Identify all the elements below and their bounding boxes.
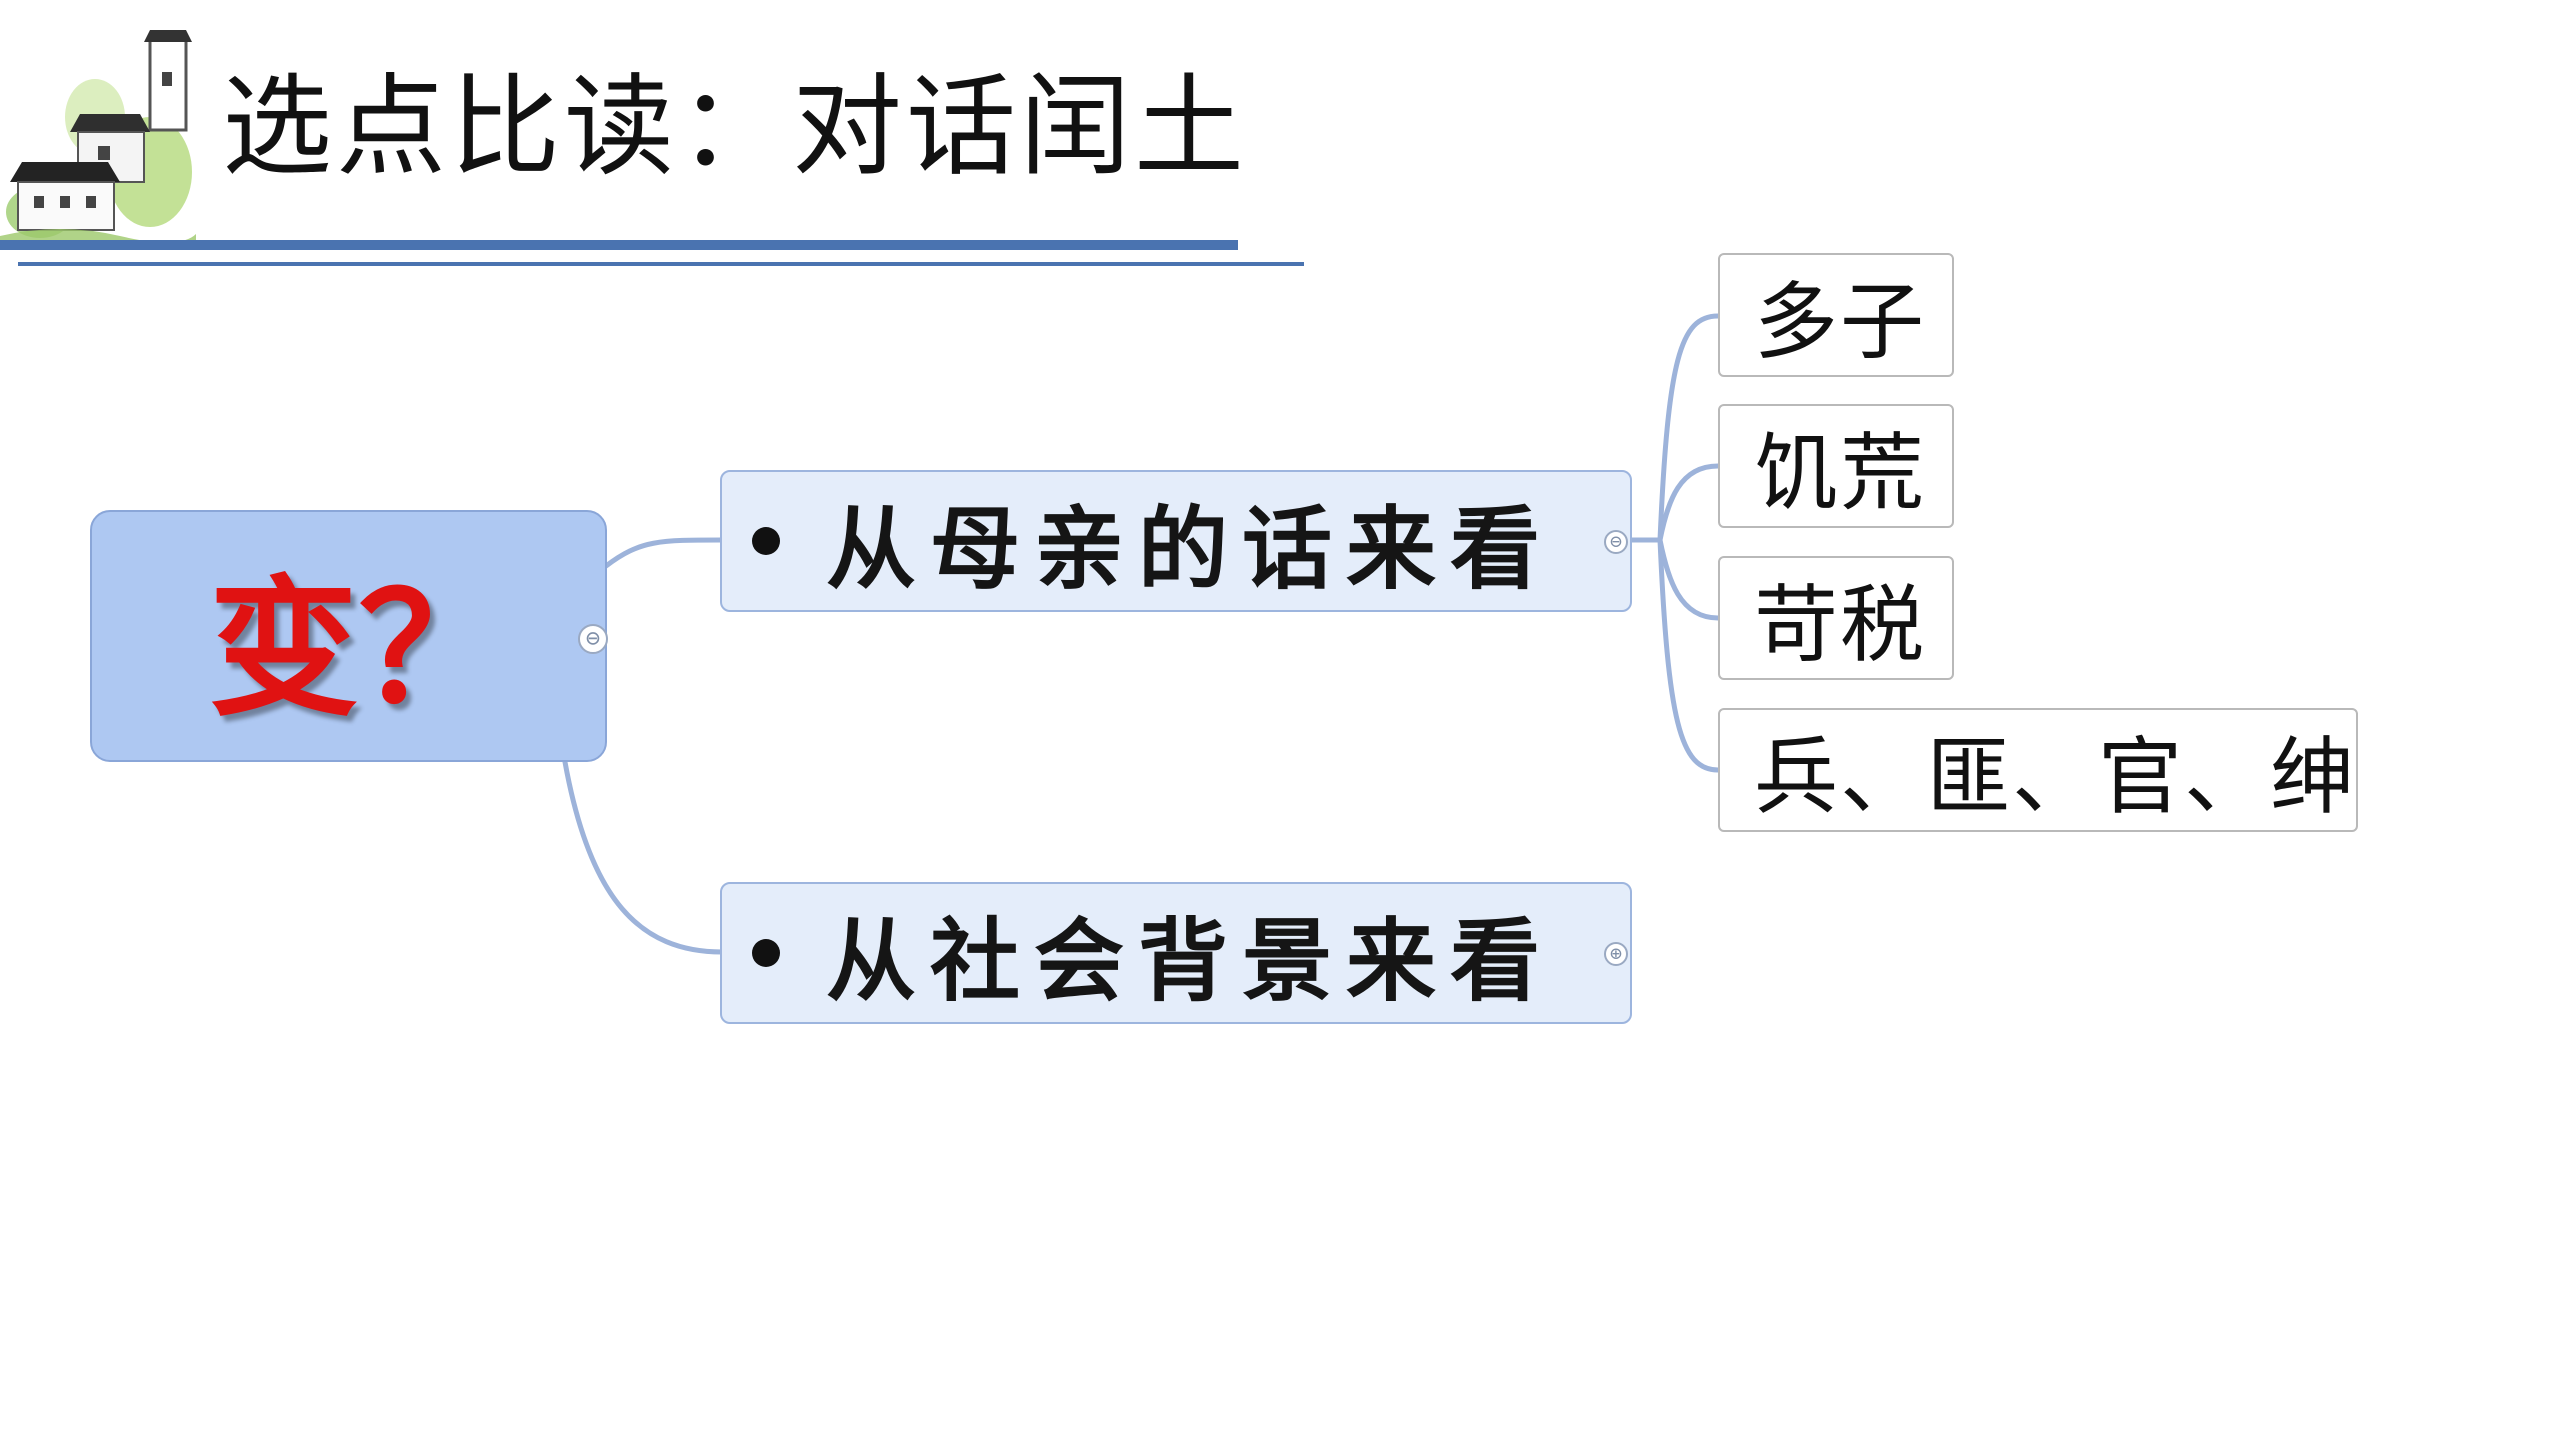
leaf-node[interactable]: 兵、匪、官、绅	[1718, 708, 2358, 832]
leaf-label: 苛税	[1754, 575, 1927, 674]
title-underline-thick	[0, 240, 1238, 250]
branch-label: 从社会背景来看	[826, 908, 1554, 1014]
bullet-dot-icon	[752, 939, 780, 967]
leaf-label: 多子	[1754, 272, 1927, 371]
bullet-dot-icon	[752, 527, 780, 555]
leaf-node[interactable]: 苛税	[1718, 556, 1954, 680]
connector-branch-1-leaf-4	[1657, 537, 1721, 773]
title-underline-thin	[18, 262, 1304, 266]
branch-node-mother-words[interactable]: 从母亲的话来看	[720, 470, 1632, 612]
root-label: 变？	[208, 562, 509, 737]
slide-title: 选点比读：对话闰土	[222, 63, 1248, 191]
connector-root-branch-1	[603, 537, 725, 569]
branch-1-collapse-toggle[interactable]: ⊖	[1604, 530, 1628, 554]
branch-label: 从母亲的话来看	[826, 496, 1554, 602]
leaf-node[interactable]: 饥荒	[1718, 404, 1954, 528]
leaf-label: 兵、匪、官、绅	[1754, 727, 2357, 826]
root-collapse-toggle[interactable]: ⊖	[578, 624, 608, 654]
branch-node-social-background[interactable]: 从社会背景来看	[720, 882, 1632, 1024]
leaf-node[interactable]: 多子	[1718, 253, 1954, 377]
mindmap-root-node[interactable]: 变？	[90, 510, 607, 762]
ink-painting-village-icon	[0, 30, 196, 250]
connector-branch-1-leaf-3	[1657, 537, 1721, 621]
connector-branch-1-leaf-1	[1657, 313, 1721, 543]
leaf-label: 饥荒	[1754, 423, 1927, 522]
branch-2-expand-toggle[interactable]: ⊕	[1604, 942, 1628, 966]
connector-branch-1-leaf-2	[1657, 463, 1721, 543]
connector-root-branch-2	[562, 759, 725, 955]
